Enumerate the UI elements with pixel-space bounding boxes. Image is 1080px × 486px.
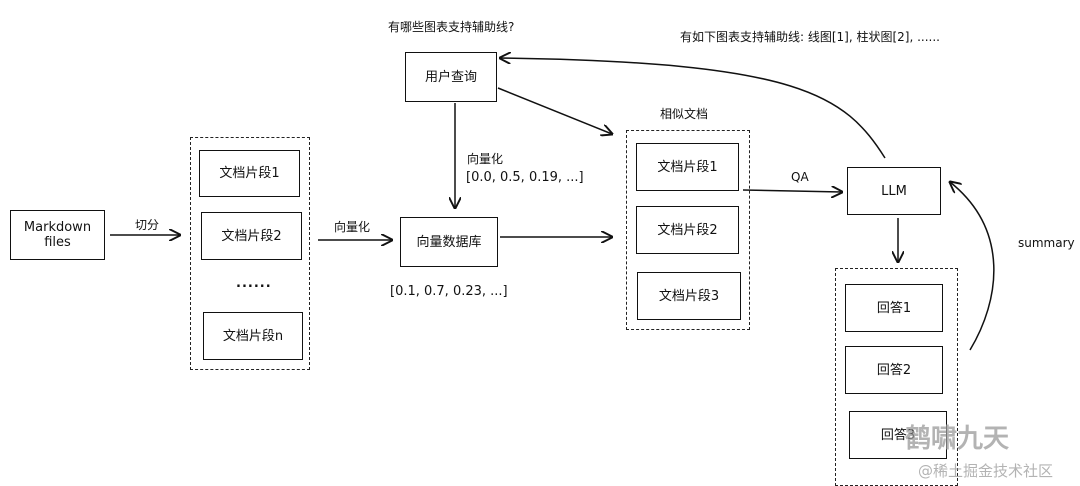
- llm-node: LLM: [847, 167, 941, 215]
- chunk-ellipsis: ......: [236, 276, 272, 291]
- edge-answers-to-llm-summary: [950, 182, 995, 351]
- answer-label: 有如下图表支持辅助线: 线图[1], 柱状图[2], ......: [680, 30, 940, 44]
- similar-docs-label: 相似文档: [660, 107, 709, 121]
- edge-llm-to-user-query: [500, 58, 886, 159]
- answer-node-2: 回答2: [845, 346, 943, 394]
- question-label: 有哪些图表支持辅助线?: [388, 20, 515, 34]
- similar-doc-node-3: 文档片段3: [637, 272, 741, 320]
- chunk-node-2: 文档片段2: [201, 212, 302, 260]
- watermark-line2: @稀土掘金技术社区: [918, 462, 1054, 480]
- chunk-node-1: 文档片段1: [199, 150, 300, 197]
- similar-doc-node-2: 文档片段2: [636, 206, 739, 254]
- summary-label: summary: [1018, 236, 1075, 250]
- edge-similar-docs-to-llm: [742, 190, 842, 192]
- markdown-files-node: Markdown files: [10, 210, 105, 260]
- split-label: 切分: [135, 218, 160, 232]
- query-vector-label: [0.0, 0.5, 0.19, ...]: [466, 170, 584, 185]
- similar-doc-node-1: 文档片段1: [636, 143, 739, 191]
- vector-db-node: 向量数据库: [400, 217, 498, 267]
- chunks-group: [190, 137, 310, 370]
- user-query-node: 用户查询: [405, 52, 497, 102]
- vectorize-query-label: 向量化: [467, 152, 504, 166]
- similar-docs-group: [626, 130, 750, 330]
- db-vector-label: [0.1, 0.7, 0.23, ...]: [390, 284, 508, 299]
- answer-node-3: 回答3: [849, 411, 947, 459]
- answer-node-1: 回答1: [845, 284, 943, 332]
- watermark-line1: 鹤啸九天: [905, 424, 1010, 454]
- qa-label: QA: [791, 170, 809, 184]
- edge-query-to-similar-docs: [497, 87, 612, 134]
- vectorize-docs-label: 向量化: [334, 220, 371, 234]
- chunk-node-n: 文档片段n: [203, 312, 303, 360]
